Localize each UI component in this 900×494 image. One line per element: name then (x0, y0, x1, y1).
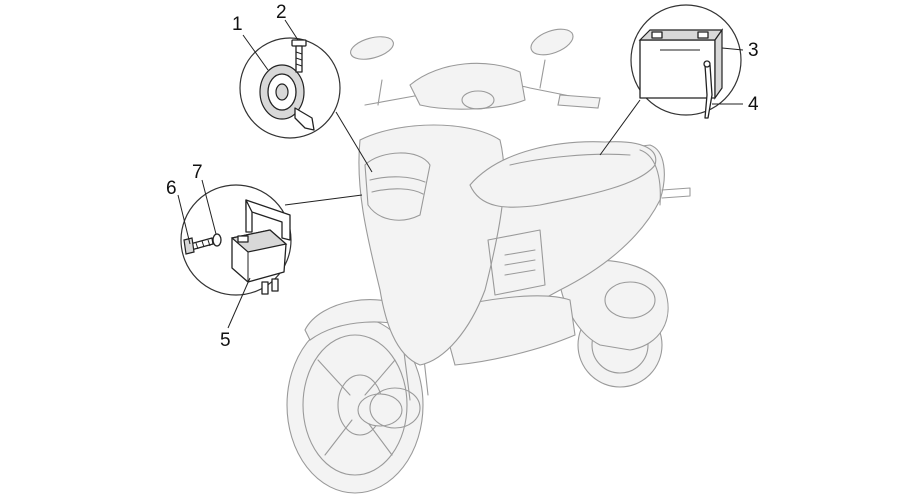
callout-2: 2 (276, 2, 287, 23)
brake-disc (369, 387, 421, 429)
relay-screw-icon (183, 237, 214, 255)
front-wheel (286, 316, 424, 494)
horn-detail (239, 37, 341, 139)
horn-screw-icon (291, 39, 307, 73)
callout-labels: 1 2 3 4 5 6 7 (166, 2, 759, 351)
tail-section (639, 149, 691, 206)
callout-6: 6 (166, 178, 177, 199)
engine-block (559, 259, 669, 351)
callout-leaders (177, 19, 744, 329)
callout-4: 4 (748, 94, 759, 115)
horn-icon (259, 64, 315, 131)
callout-3: 3 (748, 40, 759, 61)
left-mirror (350, 36, 394, 60)
relay-washer-icon (212, 233, 222, 247)
callout-1: 1 (232, 14, 243, 35)
headset (409, 62, 526, 110)
leader-lines (284, 99, 641, 206)
right-mirror (530, 28, 574, 56)
battery-icon (638, 28, 724, 100)
callout-5: 5 (220, 330, 231, 351)
relay-icon (230, 229, 288, 295)
callout-7: 7 (192, 162, 203, 183)
battery-breather-tube-icon (703, 60, 713, 119)
scooter-illustration (286, 28, 691, 494)
relay-bracket-icon (245, 199, 291, 241)
relay-detail (180, 184, 292, 296)
battery-detail (630, 4, 742, 119)
side-vent (487, 229, 546, 296)
front-nose (364, 152, 431, 221)
